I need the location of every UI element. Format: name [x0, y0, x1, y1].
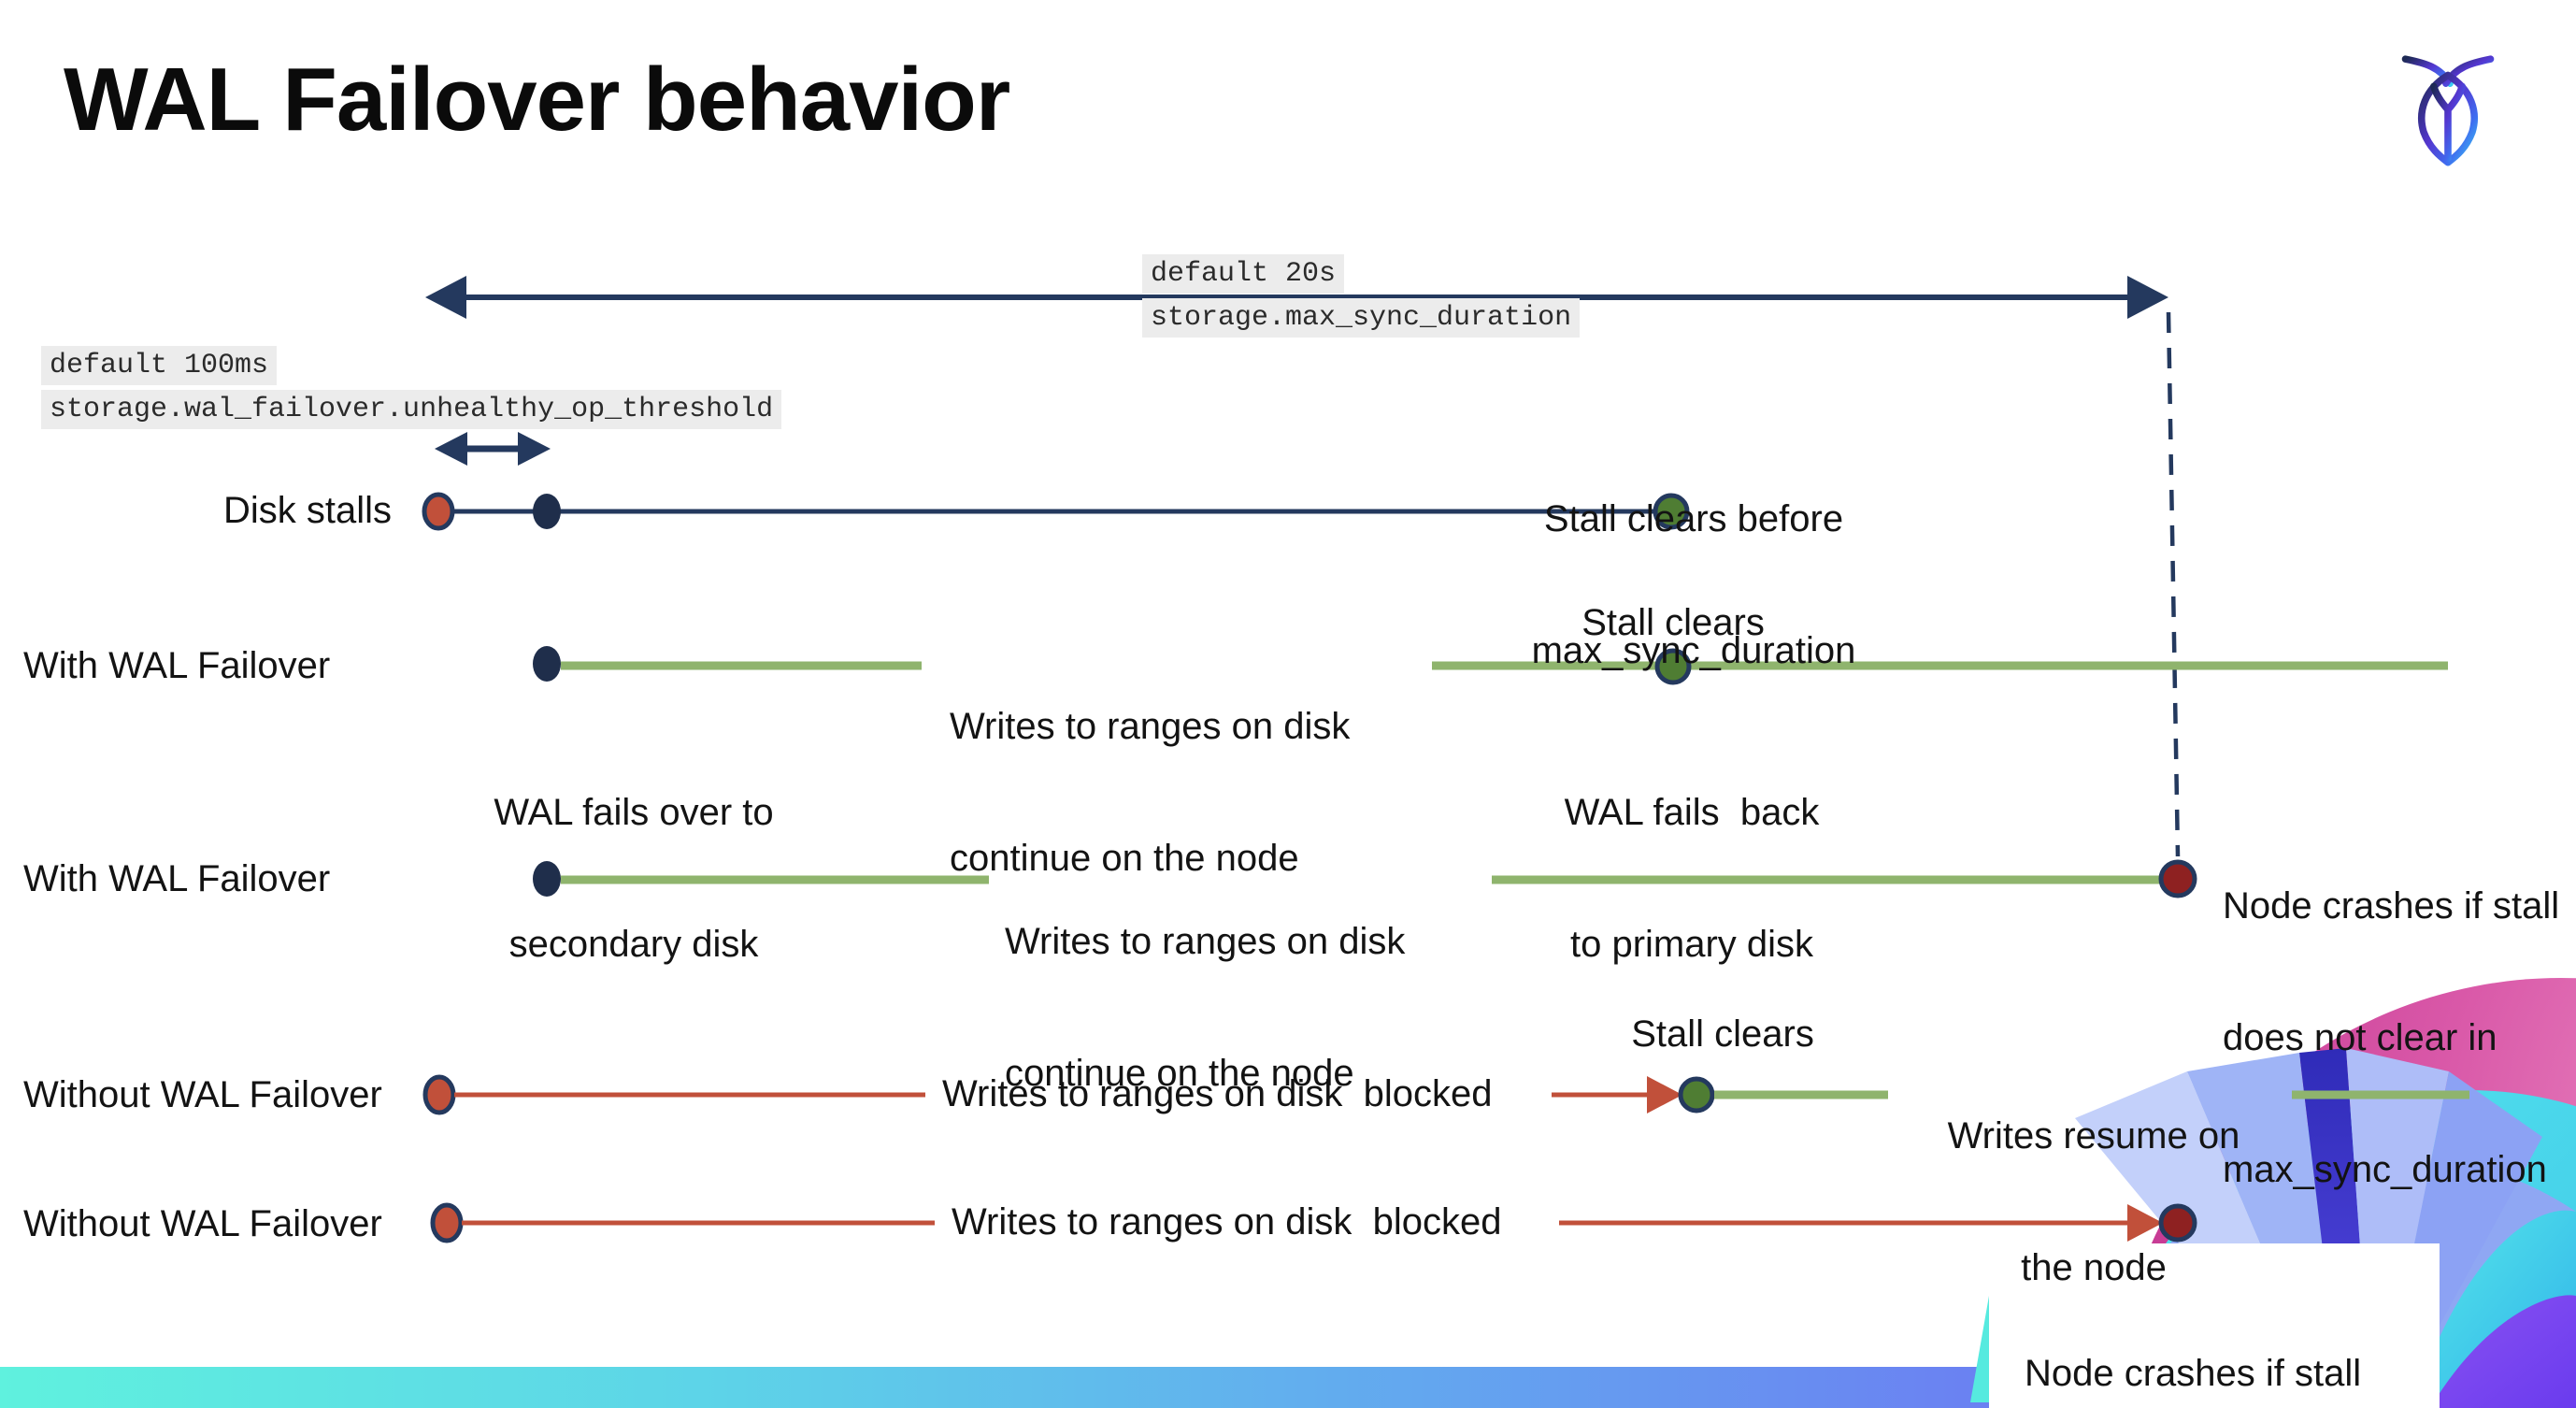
logo-stem — [2430, 82, 2466, 163]
artwork-purple-wing — [2430, 1295, 2576, 1408]
page-title: WAL Failover behavior — [64, 50, 1010, 150]
threshold-config-label: default 100ms storage.wal_failover.unhea… — [41, 346, 782, 429]
lane-no-failover-crash — [430, 1202, 2197, 1243]
max-sync-duration-arrow — [425, 276, 2168, 319]
stall-clears-before-annotation: Stall clears before max_sync_duration — [1531, 498, 1856, 671]
stall-start-dot-2 — [422, 1074, 456, 1115]
logo-body — [2418, 71, 2478, 166]
max-sync-dashed-line — [2166, 311, 2181, 857]
lane-disk-stalls — [422, 492, 1690, 531]
max-sync-default-value: default 20s — [1142, 254, 1345, 294]
stall-clears-annotation-2: Stall clears — [1631, 1013, 1814, 1055]
lane-label-with-wal-failover-2: With WAL Failover — [23, 858, 331, 899]
lane-no-failover-clears — [422, 1074, 2469, 1115]
writes-resume-annotation: Writes resume on the node — [1947, 1115, 2240, 1288]
lane-label-without-wal-failover-2: Without WAL Failover — [23, 1203, 382, 1244]
writes-continue-annotation-1: Writes to ranges on disk continue on the… — [950, 706, 1351, 879]
lane-failover-crash — [533, 859, 2197, 898]
blocked-arrowhead — [1647, 1076, 1682, 1113]
threshold-setting-name: storage.wal_failover.unhealthy_op_thresh… — [41, 390, 782, 429]
node-crash-annotation-2: Node crashes if stall does not clear in … — [2025, 1353, 2362, 1394]
max-sync-config-label: default 20s storage.max_sync_duration — [1142, 254, 1581, 338]
cockroach-logo — [2401, 55, 2495, 166]
stall-start-dot-3 — [430, 1202, 464, 1243]
writes-continue-annotation-2: Writes to ranges on disk continue on the… — [1005, 921, 1406, 1094]
node-crash-annotation-1: Node crashes if stall does not clear in … — [2223, 885, 2560, 1190]
failback-dot — [1654, 648, 1692, 685]
writes-blocked-annotation-2: Writes to ranges on disk blocked — [952, 1201, 1502, 1243]
failover-annotation: WAL fails over to secondary disk — [494, 792, 774, 965]
failover-dot — [533, 646, 561, 682]
failover-dot-2 — [533, 861, 561, 897]
failover-trigger-dot — [533, 494, 561, 529]
threshold-arrow — [435, 432, 551, 466]
writes-blocked-annotation-1: Writes to ranges on disk blocked — [942, 1073, 1493, 1114]
stall-clears-annotation-1: Stall clears — [1581, 602, 1765, 643]
lane-label-disk-stalls: Disk stalls — [223, 490, 393, 531]
crash-caption-box — [1989, 1243, 2440, 1408]
lane-failover-clears — [533, 646, 2448, 685]
stall-clears-dot-2 — [1678, 1076, 1715, 1113]
stall-start-dot — [422, 492, 455, 531]
lane-label-without-wal-failover-1: Without WAL Failover — [23, 1074, 382, 1115]
max-sync-setting-name: storage.max_sync_duration — [1142, 298, 1581, 338]
failback-annotation: WAL fails back to primary disk — [1564, 792, 1820, 965]
blocked-arrowhead-2 — [2127, 1204, 2163, 1242]
lane-label-with-wal-failover-1: With WAL Failover — [23, 645, 331, 686]
crash-dot-2 — [2158, 1203, 2197, 1243]
threshold-default-value: default 100ms — [41, 346, 278, 385]
crash-dot — [2158, 859, 2197, 898]
stall-clears-dot — [1653, 493, 1690, 530]
